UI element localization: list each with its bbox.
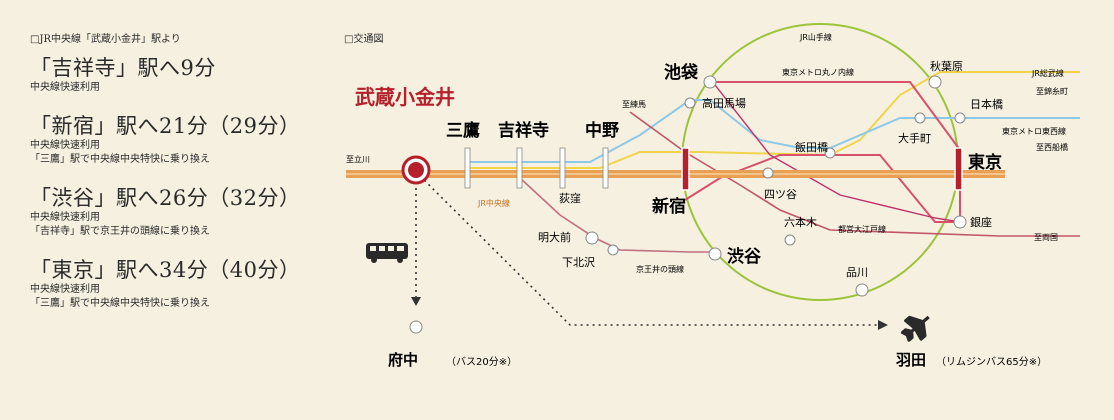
station-otemachi: 大手町	[898, 131, 931, 145]
station-ginza: 銀座	[970, 215, 992, 229]
route-note-transfer: 「三鷹」駅で中央線中央特快に乗り換え	[30, 298, 210, 309]
yamanote-line	[681, 23, 959, 301]
route-title: 「渋谷」駅へ26分（32分）	[30, 186, 301, 210]
route-shinjuku: 「新宿」駅へ21分（29分） 中央線快速利用 「三鷹」駅で中央線中央特快に乗り換…	[30, 113, 350, 167]
airplane-icon	[900, 315, 930, 342]
station-shimokitazawa: 下北沢	[562, 255, 595, 269]
map-header: □交通図	[344, 34, 384, 45]
label-oedo: 都営大江戸線	[838, 224, 886, 234]
station-nihombashi: 日本橋	[970, 97, 1003, 111]
home-station-dot	[408, 162, 424, 178]
station-ikebukuro: 池袋	[664, 62, 699, 83]
route-note: 中央線快速利用	[30, 212, 100, 223]
arrow-icon	[411, 297, 421, 306]
route-tokyo: 「東京」駅へ34分（40分） 中央線快速利用 「三鷹」駅で中央線中央特快に乗り換…	[30, 257, 350, 311]
route-kichijoji: 「吉祥寺」駅へ9分 中央線快速利用	[30, 55, 350, 95]
station-shinagawa: 品川	[846, 266, 868, 279]
station-bar-shinjuku	[681, 147, 690, 191]
station-dot-nihombashi	[954, 112, 966, 124]
station-dot-otemachi	[914, 112, 926, 124]
label-inokashira: 京王井の頭線	[636, 264, 684, 274]
access-panel: □JR中央線「武蔵小金井」駅より 「吉祥寺」駅へ9分 中央線快速利用 「新宿」駅…	[30, 30, 350, 329]
station-haneda: 羽田	[896, 351, 926, 369]
route-title: 「吉祥寺」駅へ9分	[30, 56, 216, 80]
label-jr-sobu: JR総武線	[1031, 68, 1064, 78]
label-to-nerima: 至練馬	[622, 99, 646, 109]
subway-line	[714, 84, 961, 223]
station-shinjuku: 新宿	[652, 196, 686, 217]
route-title: 「東京」駅へ34分（40分）	[30, 258, 301, 282]
station-bar-ogikubo	[559, 147, 566, 189]
station-bar-kichijoji	[516, 147, 523, 189]
bus-route-haneda	[419, 175, 880, 326]
label-haneda-bus: （リムジンバス65分※）	[936, 356, 1047, 368]
station-dot-meidaimae	[585, 231, 599, 245]
route-note: 中央線快速利用	[30, 284, 100, 295]
route-note: 中央線快速利用	[30, 140, 100, 151]
station-fuchu: 府中	[388, 351, 418, 369]
label-to-nishifunabashi: 至西船橋	[1036, 142, 1068, 152]
station-nakano: 中野	[585, 120, 619, 141]
station-dot-fuchu	[409, 320, 423, 334]
station-dot-ikebukuro	[703, 75, 717, 89]
label-tozai: 東京メトロ東西線	[1002, 126, 1066, 136]
tozai-line	[470, 99, 1080, 163]
route-note: 中央線快速利用	[30, 82, 100, 93]
station-iidabashi: 飯田橋	[795, 140, 828, 154]
station-dot-iidabashi	[824, 147, 836, 159]
station-ogikubo: 荻窪	[559, 191, 581, 205]
station-dot-shinagawa	[855, 283, 869, 297]
station-shibuya: 渋谷	[727, 246, 762, 267]
station-dot-akihabara	[928, 75, 942, 89]
label-to-tachikawa: 至立川	[346, 154, 370, 164]
station-dot-roppongi	[784, 234, 796, 246]
home-station-name: 武蔵小金井	[355, 85, 455, 109]
label-jr-chuo: JR中央線	[477, 198, 510, 208]
station-mitaka: 三鷹	[446, 120, 480, 141]
station-dot-ginza	[953, 215, 967, 229]
route-note-transfer: 「吉祥寺」駅で京王井の頭線に乗り換え	[30, 226, 210, 237]
station-kichijoji: 吉祥寺	[498, 120, 549, 141]
station-dot-shimokitazawa	[607, 244, 619, 256]
station-roppongi: 六本木	[784, 215, 817, 229]
station-takadanobaba: 高田馬場	[702, 96, 746, 110]
station-meidaimae: 明大前	[538, 230, 571, 244]
label-to-ryogoku: 至両国	[1034, 233, 1058, 242]
inokashira-line	[519, 177, 715, 253]
station-bar-tokyo	[954, 147, 963, 191]
station-bar-mitaka	[464, 147, 471, 189]
label-to-kinshicho: 至錦糸町	[1036, 86, 1068, 96]
bus-icon	[366, 243, 408, 263]
access-header: □JR中央線「武蔵小金井」駅より	[30, 34, 181, 45]
station-akihabara: 秋葉原	[930, 59, 963, 73]
route-title: 「新宿」駅へ21分（29分）	[30, 114, 301, 138]
arrow-icon	[878, 320, 888, 330]
station-dot-takadanobaba	[684, 97, 696, 109]
station-bar-nakano	[602, 147, 609, 189]
label-fuchu-bus: （バス20分※）	[446, 356, 517, 368]
label-marunouchi: 東京メトロ丸ノ内線	[782, 67, 854, 77]
route-shibuya: 「渋谷」駅へ26分（32分） 中央線快速利用 「吉祥寺」駅で京王井の頭線に乗り換…	[30, 185, 350, 239]
station-dot-shibuya	[708, 247, 722, 261]
station-dot-yotsuya	[762, 167, 774, 179]
station-tokyo: 東京	[968, 152, 1002, 173]
station-yotsuya: 四ツ谷	[764, 188, 797, 201]
route-note-transfer: 「三鷹」駅で中央線中央特快に乗り換え	[30, 154, 210, 165]
label-jr-yamanote: JR山手線	[799, 32, 832, 42]
